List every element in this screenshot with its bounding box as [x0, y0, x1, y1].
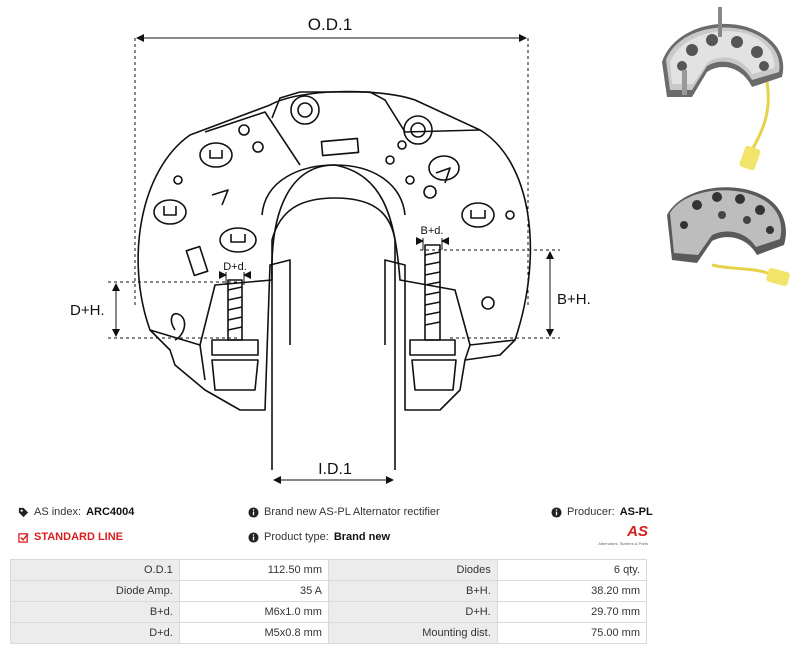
spec-label: Mounting dist. — [327, 622, 498, 644]
info-icon — [248, 531, 259, 543]
id1-dimension-label: I.D.1 — [318, 461, 352, 478]
rectifier-technical-drawing: O.D.1 I.D.1 D+H. B+H. D+d. B+d. — [70, 15, 591, 484]
producer-label: Producer: — [567, 506, 615, 518]
logo-tagline: Alternators, Starters & Parts — [598, 541, 648, 546]
spec-value: 35 A — [178, 580, 329, 602]
standard-line-row: STANDARD LINE — [18, 531, 123, 543]
as-index-value: ARC4004 — [86, 506, 135, 518]
producer-value: AS-PL — [619, 506, 653, 518]
info-icon — [248, 506, 259, 518]
spec-label: B+d. — [10, 601, 180, 623]
description-row: Brand new AS-PL Alternator rectifier — [248, 506, 440, 518]
table-row: D+d. M5x0.8 mm Mounting dist. 75.00 mm — [10, 622, 648, 644]
as-index-label: AS index: — [34, 506, 82, 518]
product-photo-top — [662, 7, 784, 171]
spec-label: D+d. — [10, 622, 180, 644]
table-row: Diode Amp. 35 A B+H. 38.20 mm — [10, 580, 648, 602]
product-type-value: Brand new — [333, 531, 391, 543]
spec-value: 38.20 mm — [496, 580, 648, 602]
info-icon — [551, 506, 562, 518]
producer-row: Producer: AS-PL — [551, 506, 653, 518]
dh-dimension-label: D+H. — [70, 302, 105, 319]
tag-icon — [18, 507, 29, 517]
spec-label: O.D.1 — [10, 559, 180, 581]
spec-label: B+H. — [327, 580, 498, 602]
spec-value: 112.50 mm — [178, 559, 329, 581]
product-description: Brand new AS-PL Alternator rectifier — [264, 506, 440, 518]
spec-value: 29.70 mm — [496, 601, 648, 623]
specifications-table: O.D.1 112.50 mm Diodes 6 qty. Diode Amp.… — [10, 559, 648, 644]
spec-value: M6x1.0 mm — [178, 601, 329, 623]
spec-label: Diodes — [327, 559, 498, 581]
spec-value: 6 qty. — [496, 559, 648, 581]
as-pl-logo: AS Alternators, Starters & Parts — [586, 523, 648, 553]
od1-dimension-label: O.D.1 — [308, 15, 352, 34]
spec-label: Diode Amp. — [10, 580, 180, 602]
standard-line-label: STANDARD LINE — [34, 531, 124, 543]
logo-mark: AS — [627, 523, 648, 540]
product-type-label: Product type: — [264, 531, 329, 543]
product-photo-bottom — [667, 187, 790, 286]
spec-label: D+H. — [327, 601, 498, 623]
table-row: B+d. M6x1.0 mm D+H. 29.70 mm — [10, 601, 648, 623]
product-type-row: Product type: Brand new — [248, 531, 390, 543]
table-row: O.D.1 112.50 mm Diodes 6 qty. — [10, 559, 648, 581]
as-index-row: AS index: ARC4004 — [18, 506, 134, 518]
checkbox-checked-icon — [18, 532, 29, 543]
spec-value: M5x0.8 mm — [178, 622, 329, 644]
dd-dimension-label: D+d. — [223, 261, 247, 273]
bh-dimension-label: B+H. — [557, 291, 591, 308]
bd-dimension-label: B+d. — [421, 225, 444, 237]
spec-value: 75.00 mm — [496, 622, 648, 644]
